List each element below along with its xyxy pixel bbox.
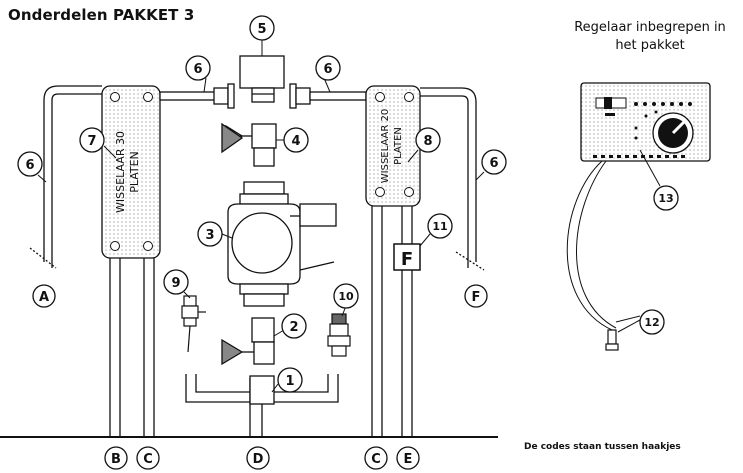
flow-meter-11: F — [393, 243, 421, 271]
conn-label-B: B — [111, 452, 121, 467]
conn-circle-F — [464, 284, 488, 308]
conn-label-C2: C — [371, 452, 381, 467]
callout-8: 8 — [423, 134, 432, 149]
component-9-safety-valve — [181, 295, 206, 353]
callout-6-left: 6 — [25, 158, 34, 173]
exchanger-right: WISSELAAR 20 PLATEN — [365, 85, 421, 207]
callout-6-right: 6 — [489, 156, 498, 171]
callout-circle-6-right — [481, 149, 507, 175]
diagram-title: Onderdelen PAKKET 3 — [8, 6, 195, 24]
callout-circle-3 — [197, 221, 223, 247]
conn-circle-C1 — [136, 446, 160, 470]
exchanger-left-label-1: WISSELAAR 30 — [114, 131, 127, 213]
callout-circle-10 — [333, 283, 359, 309]
conn-circle-C2 — [364, 446, 388, 470]
controller-13 — [580, 82, 711, 162]
exchanger-right-label-2: PLATEN — [393, 127, 404, 165]
pipe-top-left — [159, 83, 235, 109]
conn-circle-B — [104, 446, 128, 470]
callout-11: 11 — [432, 220, 447, 233]
callout-3: 3 — [205, 228, 214, 243]
component-5-air-vent — [239, 55, 285, 103]
codes-footnote: De codes staan tussen haakjes — [524, 442, 681, 452]
conn-label-D: D — [253, 452, 264, 467]
callout-labels: 5 6 6 6 6 7 8 4 3 2 1 9 10 11 12 13 A F … — [25, 22, 673, 467]
callout-circle-6-top-right — [315, 55, 341, 81]
callout-circle-7 — [79, 127, 105, 153]
callout-5: 5 — [257, 22, 266, 37]
component-1-manifold — [185, 374, 339, 437]
pipe-right-outer — [420, 87, 485, 271]
callout-circle-8 — [415, 127, 441, 153]
conn-label-F: F — [472, 290, 481, 305]
conn-label-E: E — [404, 452, 413, 467]
conn-label-A: A — [39, 290, 49, 305]
exchanger-left: WISSELAAR 30 PLATEN — [101, 85, 161, 259]
callout-circles — [17, 15, 679, 470]
conn-circle-A — [32, 284, 56, 308]
callout-1: 1 — [285, 374, 294, 389]
pipe-left-outer — [29, 85, 102, 269]
exchanger-right-label-1: WISSELAAR 20 — [380, 109, 391, 183]
conn-circle-E — [396, 446, 420, 470]
callout-13: 13 — [658, 192, 673, 205]
callout-circle-12 — [639, 309, 665, 335]
component-3-pump — [227, 181, 337, 307]
callout-circle-6-top-left — [185, 55, 211, 81]
callout-10: 10 — [338, 290, 354, 303]
callout-circle-13 — [653, 185, 679, 211]
callout-circle-2 — [281, 313, 307, 339]
controller-caption-line1: Regelaar inbegrepen in — [574, 20, 726, 35]
component-2-valve — [221, 317, 275, 366]
pipes-right-legs — [371, 206, 413, 437]
controller-caption-line2: het pakket — [615, 38, 685, 53]
sensor-cable-12 — [566, 160, 641, 351]
callout-6-top-right: 6 — [323, 62, 332, 77]
callout-circle-9 — [163, 269, 189, 295]
callout-9: 9 — [171, 276, 180, 291]
callout-7: 7 — [87, 134, 96, 149]
callout-12: 12 — [644, 316, 659, 329]
callout-6-top-left: 6 — [193, 62, 202, 77]
callout-circle-4 — [283, 127, 309, 153]
callout-2: 2 — [289, 320, 298, 335]
component-10-fitting — [327, 313, 351, 357]
exchanger-left-label-2: PLATEN — [128, 151, 141, 193]
flow-meter-label: F — [401, 249, 413, 270]
callout-circle-11 — [427, 213, 453, 239]
conn-label-C1: C — [143, 452, 153, 467]
pipes-left-legs — [109, 258, 155, 437]
conn-circle-D — [246, 446, 270, 470]
callout-circle-5 — [249, 15, 275, 41]
callout-leaders — [37, 40, 661, 393]
callout-circle-6-left — [17, 151, 43, 177]
callout-circle-1 — [277, 367, 303, 393]
callout-4: 4 — [291, 134, 300, 149]
component-4-valve — [221, 122, 277, 167]
